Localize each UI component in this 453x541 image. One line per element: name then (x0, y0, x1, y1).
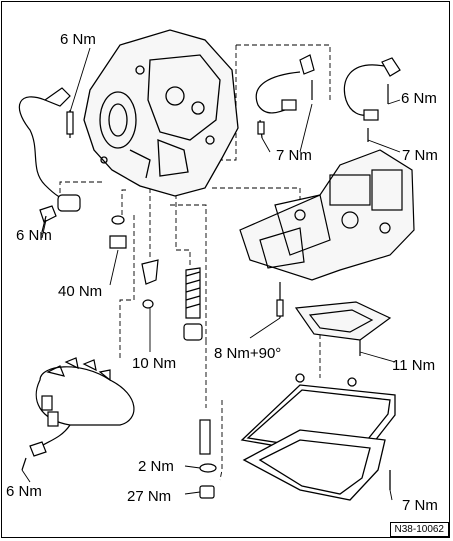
reference-code: N38-10062 (389, 522, 449, 537)
label-harness-plug-bolt: 6 Nm (16, 227, 52, 244)
label-level-tube: 2 Nm (138, 458, 174, 475)
oil-pan (240, 373, 396, 501)
label-hose-bolt-top: 6 Nm (60, 31, 96, 48)
hose-upper-left (18, 87, 81, 233)
leader-lines (21, 47, 401, 501)
label-sensor-b-bolt: 6 Nm (401, 90, 437, 107)
label-harness-lower-bolt: 6 Nm (6, 483, 42, 500)
label-pipe-fitting: 10 Nm (132, 355, 177, 372)
label-valve-body-screw: 8 Nm+90° (214, 345, 282, 362)
label-pan-plug: 27 Nm (127, 488, 172, 505)
sensor-b (343, 57, 401, 142)
label-filter-screw: 11 Nm (392, 357, 436, 374)
transmission-housing (83, 29, 239, 197)
label-drain-plug: 40 Nm (58, 283, 103, 300)
label-sensor-a-bolt: 7 Nm (276, 147, 312, 164)
filter (294, 301, 392, 356)
small-parts (109, 215, 203, 341)
wiring-harness (21, 357, 135, 471)
label-pan-bolt: 7 Nm (402, 497, 438, 514)
label-sensor-b-mount: 7 Nm (402, 147, 438, 164)
level-tube (199, 419, 217, 499)
valve-body (239, 149, 415, 318)
sensor-a (255, 54, 315, 139)
